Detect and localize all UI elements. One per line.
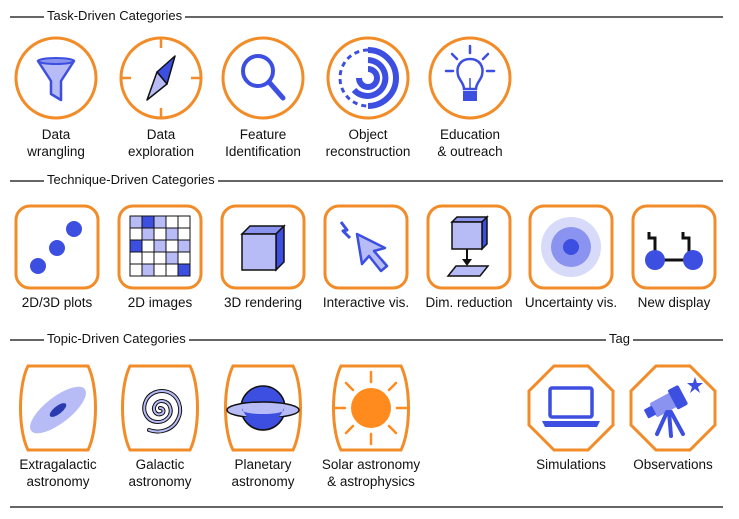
ringed-planet-icon [224,364,302,452]
category-uncertainty-vis[interactable]: Uncertainty vis. [516,204,626,311]
concentric-circles-icon [528,204,614,290]
section-rule [10,16,723,18]
section-rule [10,339,723,341]
magnifier-icon [221,36,305,120]
category-label: Extragalactic astronomy [19,457,97,489]
category-label: Planetary astronomy [231,457,295,489]
section-technique: Technique-Driven Categories [10,171,723,191]
category-label: 2D images [127,295,193,310]
category-2d3d-plots[interactable]: 2D/3D plots [2,204,112,311]
section-title-task: Task-Driven Categories [44,8,186,24]
scatter-plot-icon [14,204,100,290]
category-label: Uncertainty vis. [524,295,618,310]
category-feature-identification[interactable]: Feature Identification [208,34,318,160]
category-label: 3D rendering [223,295,303,310]
section-title-topic: Topic-Driven Categories [44,331,189,347]
category-label: New display [637,295,711,310]
category-2d-images[interactable]: 2D images [105,204,215,311]
network-icon [631,204,717,290]
category-label: Solar astronomy & astrophysics [321,457,421,489]
category-solar-astronomy[interactable]: Solar astronomy & astrophysics [316,364,426,490]
cube-icon [220,204,306,290]
spiral-icon [121,364,199,452]
category-label: Data exploration [127,127,195,159]
category-planetary-astronomy[interactable]: Planetary astronomy [208,364,318,490]
category-label: 2D/3D plots [21,295,93,310]
section-rule [10,180,723,182]
sun-icon [332,364,410,452]
category-label: Education & outreach [437,127,503,159]
telescope-icon [629,364,717,452]
category-label: Feature Identification [225,127,301,159]
arcs-icon [326,36,410,120]
tag-label: Observations [633,457,713,472]
tag-observations[interactable]: Observations [618,364,728,473]
laptop-icon [527,364,615,452]
section-topic: Topic-Driven Categories Tag [10,330,723,350]
category-3d-rendering[interactable]: 3D rendering [208,204,318,311]
section-title-tag: Tag [606,331,633,347]
elliptical-galaxy-icon [19,364,97,452]
lightbulb-icon [428,36,512,120]
category-interactive-vis[interactable]: Interactive vis. [311,204,421,311]
category-extragalactic-astronomy[interactable]: Extragalactic astronomy [3,364,113,490]
category-dim-reduction[interactable]: Dim. reduction [414,204,524,311]
tag-simulations[interactable]: Simulations [516,364,626,473]
bottom-rule [10,506,723,508]
category-label: Data wrangling [27,127,85,159]
category-label: Interactive vis. [322,295,410,310]
cursor-click-icon [323,204,409,290]
category-label: Dim. reduction [425,295,513,310]
projection-icon [426,204,512,290]
funnel-icon [14,36,98,120]
pixel-grid-icon [117,204,203,290]
category-galactic-astronomy[interactable]: Galactic astronomy [105,364,215,490]
category-data-exploration[interactable]: Data exploration [106,34,216,160]
category-label: Object reconstruction [325,127,411,159]
category-education-outreach[interactable]: Education & outreach [415,34,525,160]
section-task: Task-Driven Categories [10,7,723,27]
category-new-display[interactable]: New display [619,204,729,311]
category-object-reconstruction[interactable]: Object reconstruction [313,34,423,160]
category-label: Galactic astronomy [128,457,192,489]
tag-label: Simulations [536,457,606,472]
category-data-wrangling[interactable]: Data wrangling [1,34,111,160]
compass-icon [119,36,203,120]
section-title-technique: Technique-Driven Categories [44,172,218,188]
